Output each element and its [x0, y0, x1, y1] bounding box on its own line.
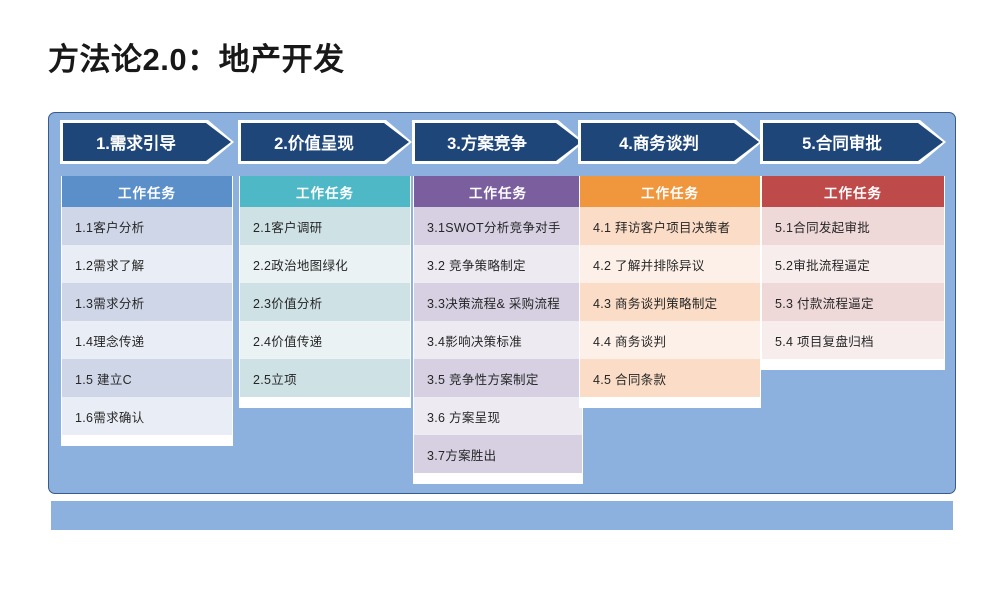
chevron-fill — [415, 123, 581, 161]
stage-chevron-label: 4.商务谈判 — [619, 135, 699, 153]
list-item[interactable]: 3.7方案胜出 — [414, 435, 582, 473]
stage-chevron-label: 3.方案竞争 — [447, 135, 527, 153]
bottom-accent-bar — [50, 500, 954, 531]
chevron-fill — [763, 123, 943, 161]
stage-subheader-5: 工作任务 — [761, 176, 945, 207]
list-item[interactable]: 3.4影响决策标准 — [414, 321, 582, 359]
chevron-fill — [581, 123, 759, 161]
stage-chevron-1[interactable]: 1.需求引导 — [61, 121, 233, 163]
stage-subheader-1: 工作任务 — [61, 176, 233, 207]
list-item[interactable]: 5.2审批流程逼定 — [762, 245, 944, 283]
list-item[interactable]: 3.5 竞争性方案制定 — [414, 359, 582, 397]
stage-chevron-3[interactable]: 3.方案竞争 — [413, 121, 583, 163]
list-item[interactable]: 1.3需求分析 — [62, 283, 232, 321]
list-item[interactable]: 4.2 了解并排除异议 — [580, 245, 760, 283]
stage-chevron-5[interactable]: 5.合同审批 — [761, 121, 945, 163]
page-title: 方法论2.0：地产开发 — [48, 42, 345, 77]
list-item[interactable]: 1.6需求确认 — [62, 397, 232, 435]
stage-chevron-label: 2.价值呈现 — [274, 135, 354, 153]
list-item[interactable]: 4.1 拜访客户项目决策者 — [580, 207, 760, 245]
stage-chevron-label: 1.需求引导 — [96, 135, 176, 153]
list-item[interactable]: 5.3 付款流程逼定 — [762, 283, 944, 321]
list-item[interactable]: 3.1SWOT分析竞争对手 — [414, 207, 582, 245]
list-item[interactable]: 4.3 商务谈判策略制定 — [580, 283, 760, 321]
stage-chevron-label: 5.合同审批 — [802, 135, 882, 153]
chevron-fill — [241, 123, 409, 161]
stage-chevron-2[interactable]: 2.价值呈现 — [239, 121, 411, 163]
list-item[interactable]: 4.4 商务谈判 — [580, 321, 760, 359]
list-item[interactable]: 1.2需求了解 — [62, 245, 232, 283]
stage-subheader-2: 工作任务 — [239, 176, 411, 207]
list-item[interactable]: 1.1客户分析 — [62, 207, 232, 245]
chevron-fill — [63, 123, 231, 161]
list-item[interactable]: 2.4价值传递 — [240, 321, 410, 359]
stage-chevron-4[interactable]: 4.商务谈判 — [579, 121, 761, 163]
list-item[interactable]: 2.3价值分析 — [240, 283, 410, 321]
list-item[interactable]: 4.5 合同条款 — [580, 359, 760, 397]
list-item[interactable]: 2.5立项 — [240, 359, 410, 397]
list-item[interactable]: 1.4理念传递 — [62, 321, 232, 359]
list-item[interactable]: 2.1客户调研 — [240, 207, 410, 245]
list-item[interactable]: 2.2政治地图绿化 — [240, 245, 410, 283]
list-item[interactable]: 5.1合同发起审批 — [762, 207, 944, 245]
list-item[interactable]: 3.2 竞争策略制定 — [414, 245, 582, 283]
list-item[interactable]: 3.6 方案呈现 — [414, 397, 582, 435]
stage-subheader-4: 工作任务 — [579, 176, 761, 207]
list-item[interactable]: 5.4 项目复盘归档 — [762, 321, 944, 359]
list-item[interactable]: 3.3决策流程& 采购流程 — [414, 283, 582, 321]
list-item[interactable]: 1.5 建立C — [62, 359, 232, 397]
stage-subheader-3: 工作任务 — [413, 176, 583, 207]
